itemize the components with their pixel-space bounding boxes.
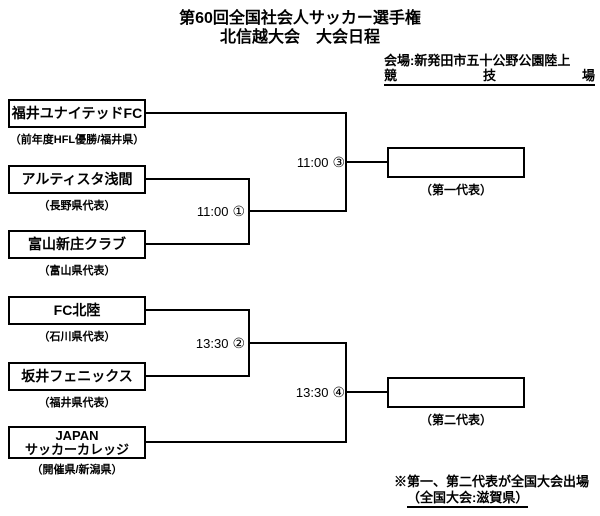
bracket-line xyxy=(345,391,387,393)
team-box-toyama-shinjo: 富山新庄クラブ xyxy=(8,230,146,259)
team-box-japan-soccer-college: JAPAN サッカーカレッジ xyxy=(8,426,146,459)
venue-line1: 会場:新発田市五十公野公園陸上 xyxy=(384,53,571,68)
title-line1: 第60回全国社会人サッカー選手権 xyxy=(179,10,421,27)
match-number-icon: ② xyxy=(232,335,245,351)
match-number-icon: ④ xyxy=(332,384,345,400)
venue-line2: 競 技 場 xyxy=(384,68,595,86)
bracket-line xyxy=(146,309,250,311)
winner-box-second xyxy=(387,377,525,408)
team-name: 富山新庄クラブ xyxy=(28,236,126,252)
footnote: ※第一、第二代表が全国大会出場 （全国大会:滋賀県） xyxy=(394,474,589,508)
venue-char-jo: 場 xyxy=(581,68,595,83)
team-box-sakai-phoenix: 坂井フェニックス xyxy=(8,362,146,391)
team-name-line2: サッカーカレッジ xyxy=(24,441,129,457)
match-number-icon: ① xyxy=(232,203,245,219)
bracket-line xyxy=(345,161,387,163)
match-number-icon: ③ xyxy=(332,154,345,170)
footnote-line1: ※第一、第二代表が全国大会出場 xyxy=(394,474,590,489)
team-name: 福井ユナイテッドFC xyxy=(11,105,143,121)
team-note-fc-hokuriku: （石川県代表） xyxy=(38,331,116,343)
team-box-artista-asama: アルティスタ浅間 xyxy=(8,165,146,194)
winner-box-first xyxy=(387,147,525,178)
team-note-sakai-phoenix: （福井県代表） xyxy=(38,397,116,409)
team-box-fc-hokuriku: FC北陸 xyxy=(8,296,146,325)
team-name-line1: JAPAN xyxy=(55,427,99,443)
footnote-line2: （全国大会:滋賀県） xyxy=(407,490,529,508)
bracket-line xyxy=(146,112,347,114)
team-name: FC北陸 xyxy=(53,302,101,318)
bracket-line xyxy=(146,441,347,443)
title-line2: 北信越大会 大会日程 xyxy=(219,29,380,46)
bracket-line xyxy=(146,375,250,377)
bracket-line xyxy=(248,210,347,212)
venue-block: 会場:新発田市五十公野公園陸上 競 技 場 xyxy=(384,53,595,86)
match-time: 11:00 xyxy=(296,155,329,170)
winner-label-first: （第一代表） xyxy=(419,183,492,197)
team-name: アルティスタ浅間 xyxy=(21,171,133,187)
bracket-line xyxy=(248,342,347,344)
venue-char-gi: 技 xyxy=(482,68,496,83)
bracket-line xyxy=(146,243,250,245)
team-note-toyama-shinjo: （富山県代表） xyxy=(38,265,116,277)
match-time: 13:30 xyxy=(295,385,329,400)
venue-char-kyo: 競 xyxy=(384,68,398,83)
team-note-artista-asama: （長野県代表） xyxy=(38,200,116,212)
winner-label-second: （第二代表） xyxy=(419,413,492,427)
match-time: 11:00 xyxy=(196,204,229,219)
match-time: 13:30 xyxy=(195,336,229,351)
page-title: 第60回全国社会人サッカー選手権 北信越大会 大会日程 xyxy=(0,9,600,47)
bracket-line xyxy=(146,178,250,180)
team-name: 坂井フェニックス xyxy=(21,368,133,384)
team-box-fukui-united: 福井ユナイテッドFC xyxy=(8,99,146,128)
team-note-fukui-united: （前年度HFL優勝/福井県） xyxy=(9,134,145,146)
team-note-japan-soccer-college: （開催県/新潟県） xyxy=(31,464,123,476)
